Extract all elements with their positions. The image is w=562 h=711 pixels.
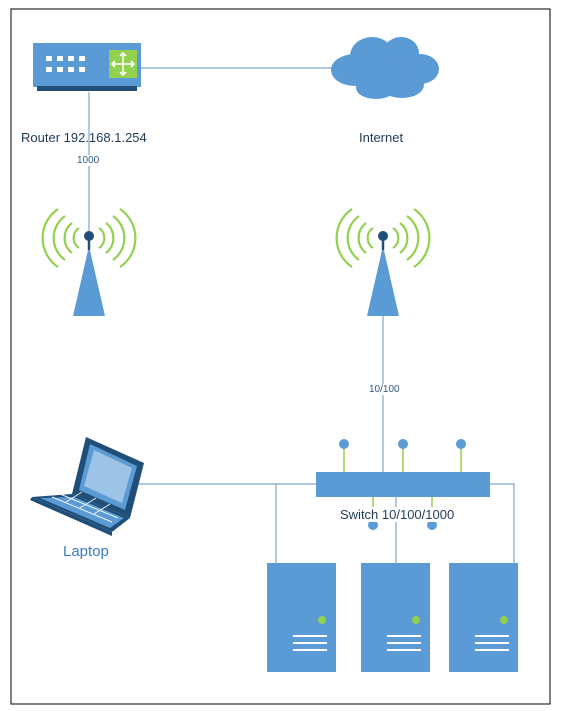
cloud-icon xyxy=(331,37,439,99)
server-2-icon xyxy=(361,563,430,672)
laptop-label: Laptop xyxy=(63,543,109,560)
router-icon xyxy=(33,43,141,91)
laptop-icon xyxy=(30,437,144,536)
wireless-antenna-left-icon xyxy=(41,208,137,316)
wireless-antenna-right-icon xyxy=(335,208,431,316)
switch-link-speed-label: 10/100 xyxy=(368,384,401,395)
server-1-icon xyxy=(267,563,336,672)
server-3-link xyxy=(490,483,515,563)
diagram-frame xyxy=(10,8,551,705)
server-3-icon xyxy=(449,563,518,672)
switch-label: Switch 10/100/1000 xyxy=(339,507,456,522)
connection-lines xyxy=(88,67,515,563)
router-label: Router 192.168.1.254 xyxy=(21,130,147,145)
router-link-speed-label: 1000 xyxy=(76,155,101,166)
internet-label: Internet xyxy=(359,130,404,145)
network-switch-icon xyxy=(316,439,490,530)
